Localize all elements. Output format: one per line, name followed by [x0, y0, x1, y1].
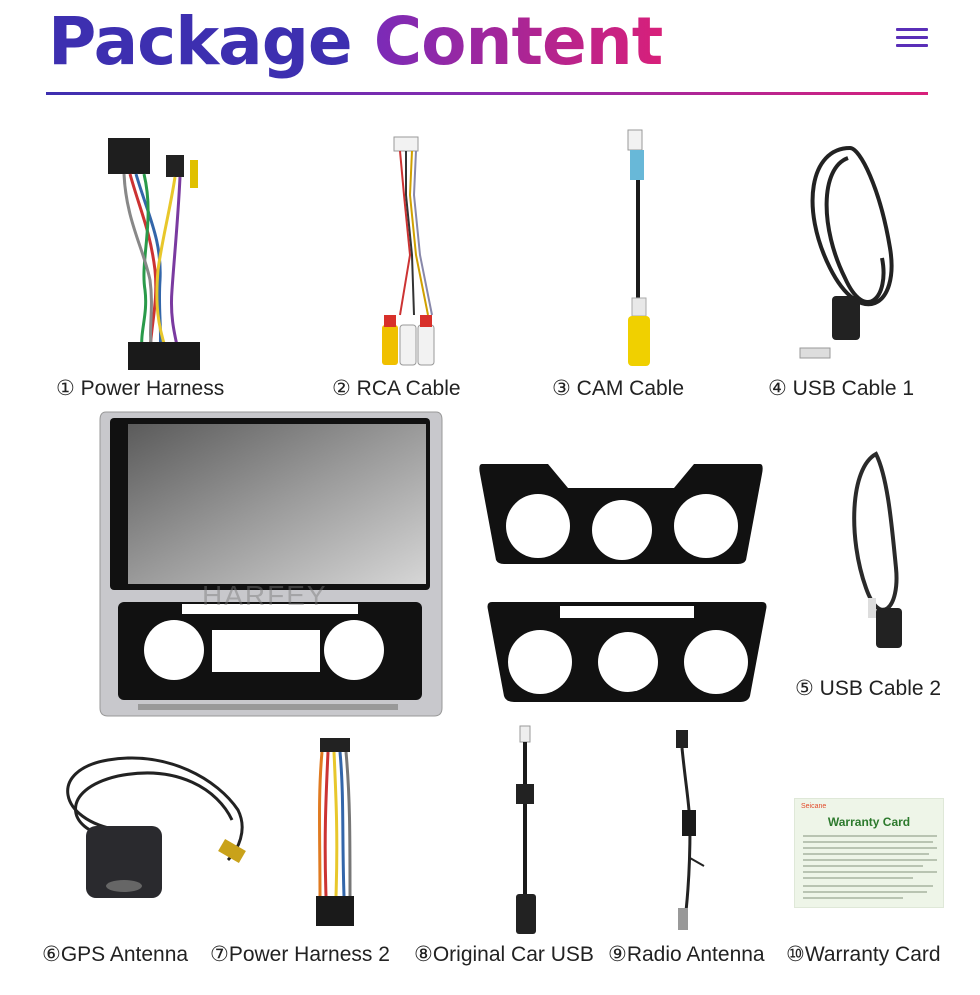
- label-power-harness: ① Power Harness: [56, 377, 225, 400]
- car-radio-unit-image: HARFEY: [98, 408, 444, 718]
- radio-watermark: HARFEY: [202, 580, 328, 611]
- power-harness-2-image: [300, 736, 370, 932]
- trim-panel-top-image: [478, 460, 764, 566]
- gps-antenna-image: [48, 750, 258, 910]
- warranty-card-image: Seicane Warranty Card: [794, 798, 944, 908]
- usb-cable-1-image: [790, 128, 910, 378]
- rca-cable-image: [370, 135, 450, 380]
- power-harness-image: [100, 120, 210, 380]
- cam-cable-image: [612, 128, 668, 378]
- warranty-card-brand: Seicane: [801, 803, 827, 810]
- label-cam-cable: ③ CAM Cable: [552, 377, 685, 400]
- label-gps-antenna: ⑥GPS Antenna: [42, 943, 189, 966]
- label-power-harness-2: ⑦Power Harness 2: [210, 943, 390, 966]
- label-radio-antenna: ⑨Radio Antenna: [608, 943, 765, 966]
- usb-cable-2-image: [840, 448, 910, 668]
- hamburger-menu-icon[interactable]: [896, 28, 928, 50]
- title-divider: [46, 92, 928, 95]
- warranty-card-title: Warranty Card: [827, 815, 911, 829]
- page-title-part1: Package: [48, 3, 353, 80]
- radio-antenna-image: [664, 728, 714, 936]
- trim-panel-bottom-image: [484, 598, 770, 704]
- page-title: Package Content: [48, 2, 664, 82]
- page-title-part2: Content: [373, 3, 664, 80]
- label-original-car-usb: ⑧Original Car USB: [414, 943, 594, 966]
- label-usb-cable-1: ④ USB Cable 1: [768, 377, 915, 400]
- label-warranty-card: ⑩Warranty Card: [786, 943, 941, 966]
- label-usb-cable-2: ⑤ USB Cable 2: [795, 677, 942, 700]
- original-car-usb-image: [506, 724, 546, 940]
- label-rca-cable: ② RCA Cable: [332, 377, 461, 400]
